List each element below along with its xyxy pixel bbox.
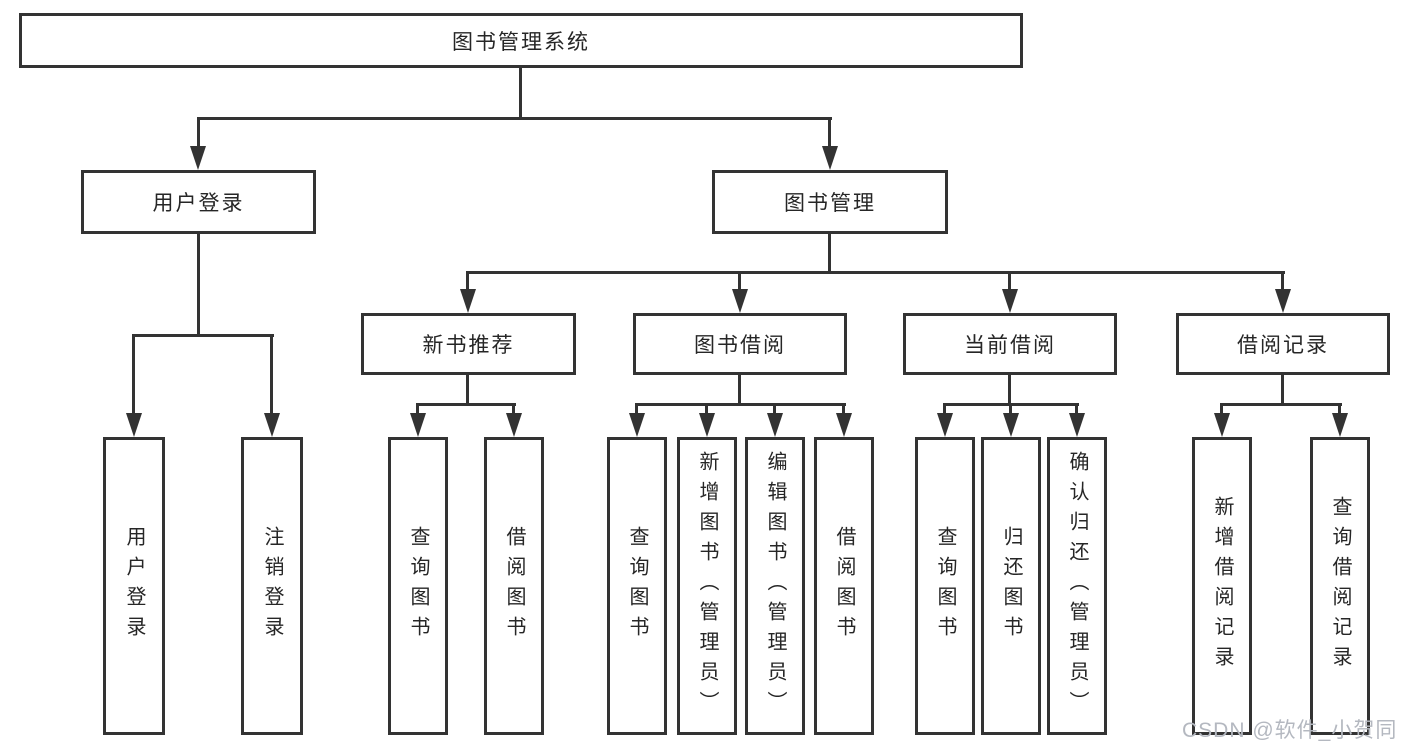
connector [1220, 403, 1223, 417]
connector [197, 117, 200, 151]
node-book-borrow-label: 图书借阅 [694, 334, 786, 357]
connector [1008, 375, 1011, 406]
leaf-current-query-books: 查询图书 [915, 437, 975, 735]
arrowhead [1275, 289, 1291, 313]
arrowhead [822, 146, 838, 170]
leaf-query-borrow-record: 查询借阅记录 [1310, 437, 1370, 735]
arrowhead [1214, 413, 1230, 437]
connector [738, 271, 741, 293]
connector [519, 68, 522, 120]
connector [416, 403, 516, 406]
connector [466, 271, 1285, 274]
connector [466, 271, 469, 293]
arrowhead [629, 413, 645, 437]
leaf-label: 用户登录 [123, 526, 145, 646]
connector [197, 117, 832, 120]
node-current-borrow-label: 当前借阅 [964, 334, 1056, 357]
arrowhead [937, 413, 953, 437]
node-current-borrow: 当前借阅 [903, 313, 1117, 375]
arrowhead [767, 413, 783, 437]
leaf-borrow-books: 借阅图书 [814, 437, 874, 735]
connector [773, 403, 776, 417]
leaf-label: 注销登录 [261, 526, 283, 646]
connector [828, 117, 831, 151]
leaf-label: 查询图书 [407, 526, 429, 646]
connector [197, 234, 200, 336]
connector [1281, 271, 1284, 293]
connector [466, 375, 469, 406]
leaf-borrow-query-books: 查询图书 [607, 437, 667, 735]
leaf-label: 借阅图书 [503, 526, 525, 646]
leaf-confirm-return-admin: 确认归还（管理员） [1047, 437, 1107, 735]
leaf-new-query-books: 查询图书 [388, 437, 448, 735]
connector [828, 234, 831, 274]
connector [635, 403, 638, 417]
leaf-label: 借阅图书 [833, 526, 855, 646]
leaf-label: 新增借阅记录 [1211, 496, 1233, 676]
connector [512, 403, 515, 417]
leaf-logout: 注销登录 [241, 437, 303, 735]
connector [1220, 403, 1342, 406]
connector [738, 375, 741, 406]
arrowhead [1003, 413, 1019, 437]
leaf-label: 归还图书 [1000, 526, 1022, 646]
arrowhead [506, 413, 522, 437]
leaf-label: 查询图书 [626, 526, 648, 646]
leaf-label: 查询图书 [934, 526, 956, 646]
connector [1009, 403, 1012, 417]
leaf-label: 查询借阅记录 [1329, 496, 1351, 676]
connector [1075, 403, 1078, 417]
arrowhead [836, 413, 852, 437]
arrowhead [126, 413, 142, 437]
node-book-borrow: 图书借阅 [633, 313, 847, 375]
node-new-books: 新书推荐 [361, 313, 576, 375]
connector [132, 334, 274, 337]
connector [842, 403, 845, 417]
watermark: CSDN @软件_小贺同学 [1182, 719, 1398, 742]
connector [1008, 271, 1011, 293]
node-book-mgmt: 图书管理 [712, 170, 948, 234]
connector [132, 334, 135, 416]
leaf-return-books: 归还图书 [981, 437, 1041, 735]
node-borrow-records: 借阅记录 [1176, 313, 1390, 375]
leaf-add-borrow-record: 新增借阅记录 [1192, 437, 1252, 735]
arrowhead [190, 146, 206, 170]
connector [635, 403, 846, 406]
leaf-label: 编辑图书（管理员） [764, 451, 786, 721]
connector [270, 334, 273, 416]
arrowhead [1002, 289, 1018, 313]
arrowhead [264, 413, 280, 437]
leaf-label: 确认归还（管理员） [1066, 451, 1088, 721]
leaf-add-books-admin: 新增图书（管理员） [677, 437, 737, 735]
node-borrow-records-label: 借阅记录 [1237, 334, 1329, 357]
node-new-books-label: 新书推荐 [422, 334, 515, 357]
arrowhead [460, 289, 476, 313]
node-root: 图书管理系统 [19, 13, 1023, 68]
arrowhead [410, 413, 426, 437]
node-book-mgmt-label: 图书管理 [784, 192, 876, 215]
node-user-login: 用户登录 [81, 170, 316, 234]
leaf-new-borrow-books: 借阅图书 [484, 437, 544, 735]
arrowhead [699, 413, 715, 437]
connector [416, 403, 419, 417]
connector [1338, 403, 1341, 417]
connector [943, 403, 946, 417]
node-user-login-label: 用户登录 [152, 192, 245, 215]
arrowhead [1332, 413, 1348, 437]
connector [1281, 375, 1284, 406]
leaf-user-login: 用户登录 [103, 437, 165, 735]
connector [705, 403, 708, 417]
node-root-label: 图书管理系统 [452, 30, 590, 54]
arrowhead [732, 289, 748, 313]
leaf-label: 新增图书（管理员） [696, 451, 718, 721]
arrowhead [1069, 413, 1085, 437]
leaf-edit-books-admin: 编辑图书（管理员） [745, 437, 805, 735]
